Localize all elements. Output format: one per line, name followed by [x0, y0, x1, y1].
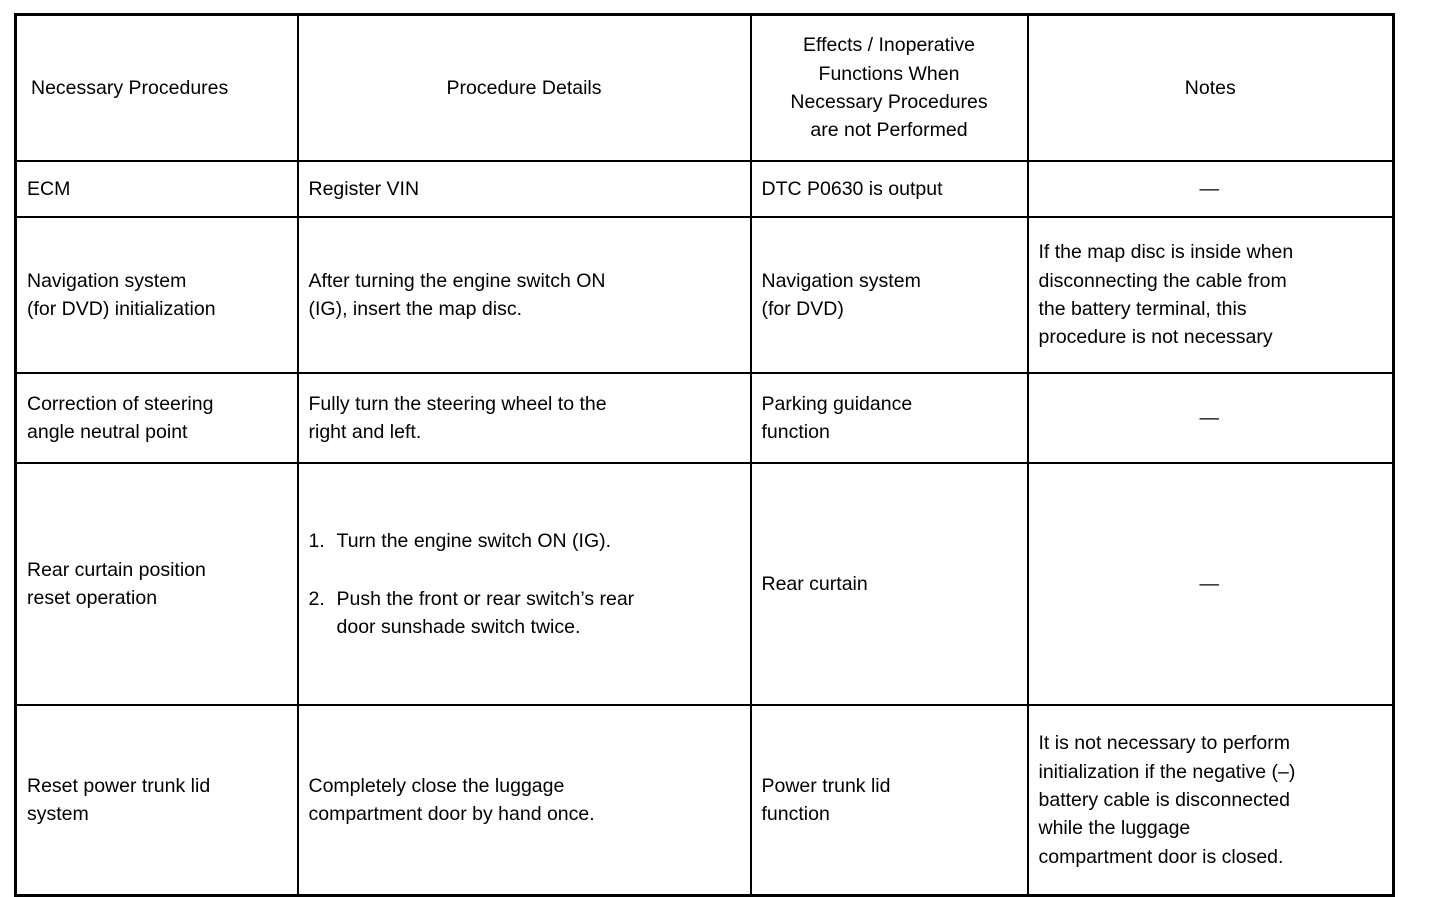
cell-necessary-procedure: ECM: [14, 160, 299, 218]
procedure-step-list: 1. Turn the engine switch ON (IG). 2. Pu…: [309, 498, 740, 670]
list-item: 2. Push the front or rear switch’s rear …: [309, 585, 740, 642]
table-row: Navigation system (for DVD) initializati…: [14, 216, 1395, 374]
cell-procedure-details: Completely close the luggage compartment…: [296, 704, 752, 897]
cell-notes: —: [1026, 372, 1395, 464]
table-row: ECM Register VIN DTC P0630 is output —: [14, 160, 1395, 218]
column-header-procedure-details: Procedure Details: [296, 13, 752, 162]
table-header-row: Necessary Procedures Procedure Details E…: [14, 13, 1395, 162]
cell-notes: —: [1026, 160, 1395, 218]
cell-procedure-details: Register VIN: [296, 160, 752, 218]
cell-effects: Parking guidance function: [749, 372, 1029, 464]
step-text: Turn the engine switch ON (IG).: [336, 529, 612, 552]
step-number: 1.: [308, 529, 325, 552]
cell-effects: Rear curtain: [749, 461, 1029, 707]
table-header: Necessary Procedures Procedure Details E…: [14, 13, 1395, 162]
table-row: Reset power trunk lid system Completely …: [14, 704, 1395, 897]
column-header-notes: Notes: [1026, 13, 1395, 162]
cell-procedure-details: After turning the engine switch ON (IG),…: [296, 216, 752, 374]
cell-notes: If the map disc is inside when disconnec…: [1026, 216, 1395, 374]
column-header-effects-inoperative-functions: Effects / Inoperative Functions When Nec…: [749, 13, 1029, 162]
cell-necessary-procedure: Rear curtain position reset operation: [14, 461, 299, 707]
cell-notes: —: [1026, 461, 1395, 707]
cell-effects: DTC P0630 is output: [749, 160, 1029, 218]
table-body: ECM Register VIN DTC P0630 is output — N…: [14, 160, 1395, 897]
table-row: Rear curtain position reset operation 1.…: [14, 461, 1395, 707]
cell-effects: Power trunk lid function: [749, 704, 1029, 897]
document-page: Necessary Procedures Procedure Details E…: [14, 13, 1395, 897]
cell-necessary-procedure: Navigation system (for DVD) initializati…: [14, 216, 299, 374]
necessary-procedures-table: Necessary Procedures Procedure Details E…: [14, 13, 1395, 897]
cell-necessary-procedure: Correction of steering angle neutral poi…: [14, 372, 299, 464]
cell-procedure-details-list: 1. Turn the engine switch ON (IG). 2. Pu…: [296, 461, 752, 707]
cell-procedure-details: Fully turn the steering wheel to the rig…: [296, 372, 752, 464]
cell-notes: It is not necessary to perform initializ…: [1026, 704, 1395, 897]
step-number: 2.: [308, 588, 325, 611]
list-item: 1. Turn the engine switch ON (IG).: [309, 527, 740, 555]
step-text: Push the front or rear switch’s rear doo…: [336, 588, 635, 639]
table-row: Correction of steering angle neutral poi…: [14, 372, 1395, 464]
column-header-necessary-procedures: Necessary Procedures: [14, 13, 299, 162]
cell-effects: Navigation system (for DVD): [749, 216, 1029, 374]
cell-necessary-procedure: Reset power trunk lid system: [14, 704, 299, 897]
